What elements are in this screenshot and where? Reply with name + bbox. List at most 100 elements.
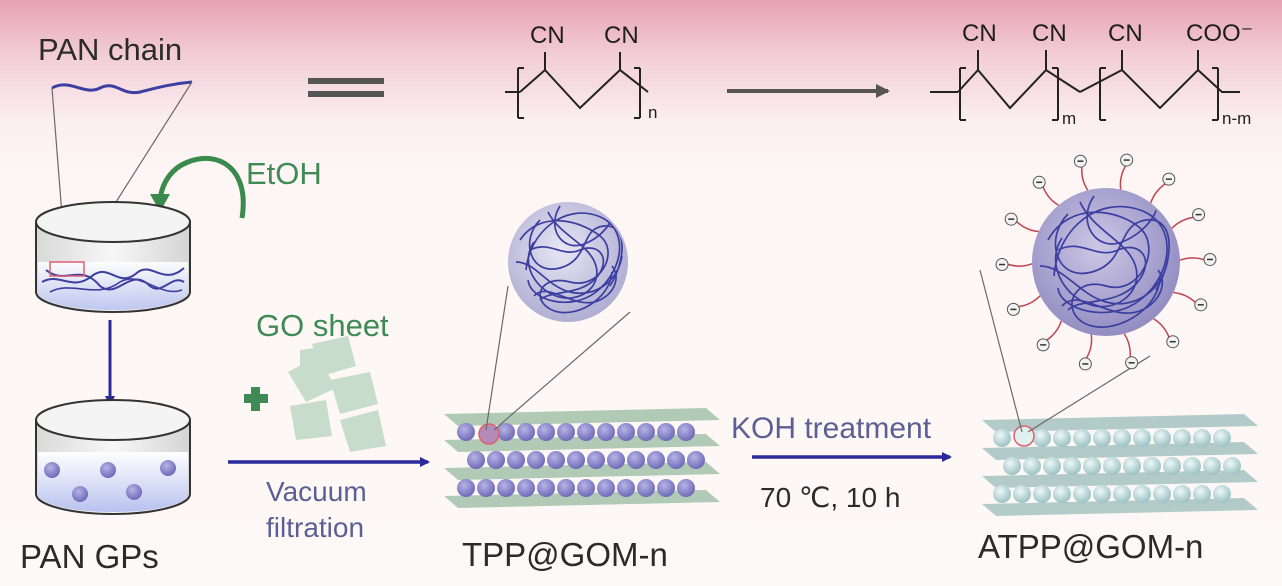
membrane-particle <box>607 451 625 469</box>
subscript-n-minus-m: n-m <box>1222 109 1252 128</box>
cn-label-4: CN <box>1032 20 1067 47</box>
membrane-particle <box>617 479 635 497</box>
membrane-particle <box>497 479 515 497</box>
membrane-particle <box>577 423 595 441</box>
membrane-particle <box>1163 457 1181 475</box>
membrane-particle <box>487 451 505 469</box>
membrane-particle <box>657 479 675 497</box>
charge-tether <box>1018 295 1041 308</box>
vacuum-label: Vacuum <box>266 476 367 507</box>
membrane-particle <box>1173 485 1191 503</box>
filtration-label: filtration <box>266 512 365 543</box>
membrane-particle <box>597 479 615 497</box>
membrane-particle <box>1093 485 1111 503</box>
cn-label-3: CN <box>962 20 997 47</box>
membrane-particle <box>677 479 695 497</box>
membrane-particle <box>1053 429 1071 447</box>
cn-label-1: CN <box>530 22 565 49</box>
membrane-particle <box>477 479 495 497</box>
pan-gps-label: PAN GPs <box>20 538 159 575</box>
atpp-gom-label: ATPP@GOM-n <box>978 528 1204 565</box>
etoh-curved-arrow <box>157 155 246 219</box>
charge-tether <box>1081 166 1089 191</box>
membrane-particle <box>1013 485 1031 503</box>
membrane-particle <box>537 423 555 441</box>
membrane-particle <box>527 451 545 469</box>
product-structure <box>930 50 1240 121</box>
membrane-particle <box>497 423 515 441</box>
etoh-label: EtOH <box>246 156 322 191</box>
membrane-particle <box>637 479 655 497</box>
pan-chain-label: PAN chain <box>38 32 183 67</box>
membrane-particle <box>1173 429 1191 447</box>
membrane-particle <box>517 423 535 441</box>
charge-tether <box>1042 186 1059 206</box>
membrane-particle <box>457 423 475 441</box>
subscript-m: m <box>1062 109 1077 128</box>
membrane-particle <box>1083 457 1101 475</box>
membrane-particle <box>1153 429 1171 447</box>
charge-tether <box>1153 318 1170 338</box>
membrane-particle <box>677 423 695 441</box>
membrane-particle <box>1053 485 1071 503</box>
charge-tether <box>1173 291 1196 303</box>
membrane-particle <box>597 423 615 441</box>
membrane-particle <box>517 479 535 497</box>
membrane-particle <box>567 451 585 469</box>
membrane-particle <box>577 479 595 497</box>
membrane-particle <box>993 429 1011 447</box>
tpp-gom-label: TPP@GOM-n <box>462 536 668 573</box>
cn-label-2: CN <box>604 22 639 49</box>
charge-tether <box>1149 183 1166 204</box>
membrane-particle <box>557 479 575 497</box>
membrane-particle <box>1043 457 1061 475</box>
plus-icon <box>244 387 268 411</box>
membrane-particle <box>547 451 565 469</box>
membrane-particle <box>627 451 645 469</box>
conditions-label: 70 ℃, 10 h <box>760 482 901 513</box>
charge-tether <box>1046 320 1063 341</box>
dish-pan-gps <box>35 399 191 515</box>
subscript-n: n <box>648 103 658 122</box>
equals-bar-bottom <box>308 91 384 97</box>
membrane-particle <box>1113 429 1131 447</box>
membrane-particle <box>1033 485 1051 503</box>
membrane-particle <box>993 485 1011 503</box>
membrane-particle <box>1103 457 1121 475</box>
membrane-particle <box>1203 457 1221 475</box>
koh-treatment-label: KOH treatment <box>731 412 932 445</box>
charge-tether <box>1123 333 1131 358</box>
membrane-particle <box>587 451 605 469</box>
membrane-particle <box>1093 429 1111 447</box>
membrane-particle <box>687 451 705 469</box>
membrane-particle <box>1033 429 1051 447</box>
tpp-highlight-particle <box>478 423 500 445</box>
membrane-particle <box>1003 457 1021 475</box>
membrane-particle <box>1183 457 1201 475</box>
membrane-particle <box>467 451 485 469</box>
membrane-particle <box>647 451 665 469</box>
membrane-particle <box>1223 457 1241 475</box>
pan-structure <box>505 52 649 119</box>
charge-tether <box>1171 216 1194 229</box>
atpp-highlight-particle <box>1013 425 1035 447</box>
charge-tether <box>1179 257 1205 261</box>
dish-etoh <box>35 201 191 313</box>
tpp-membrane <box>444 408 720 508</box>
go-sheets <box>288 336 386 452</box>
membrane-particle <box>1133 485 1151 503</box>
atpp-membrane <box>982 414 1258 516</box>
membrane-particle <box>537 479 555 497</box>
membrane-particle <box>1193 429 1211 447</box>
membrane-particle <box>1073 429 1091 447</box>
membrane-particle <box>1023 457 1041 475</box>
membrane-particle <box>1193 485 1211 503</box>
cn-label-5: CN <box>1108 20 1143 47</box>
membrane-particle <box>1123 457 1141 475</box>
membrane-particle <box>1133 429 1151 447</box>
membrane-particle <box>507 451 525 469</box>
membrane-particle <box>1073 485 1091 503</box>
membrane-particle <box>1063 457 1081 475</box>
membrane-particle <box>617 423 635 441</box>
